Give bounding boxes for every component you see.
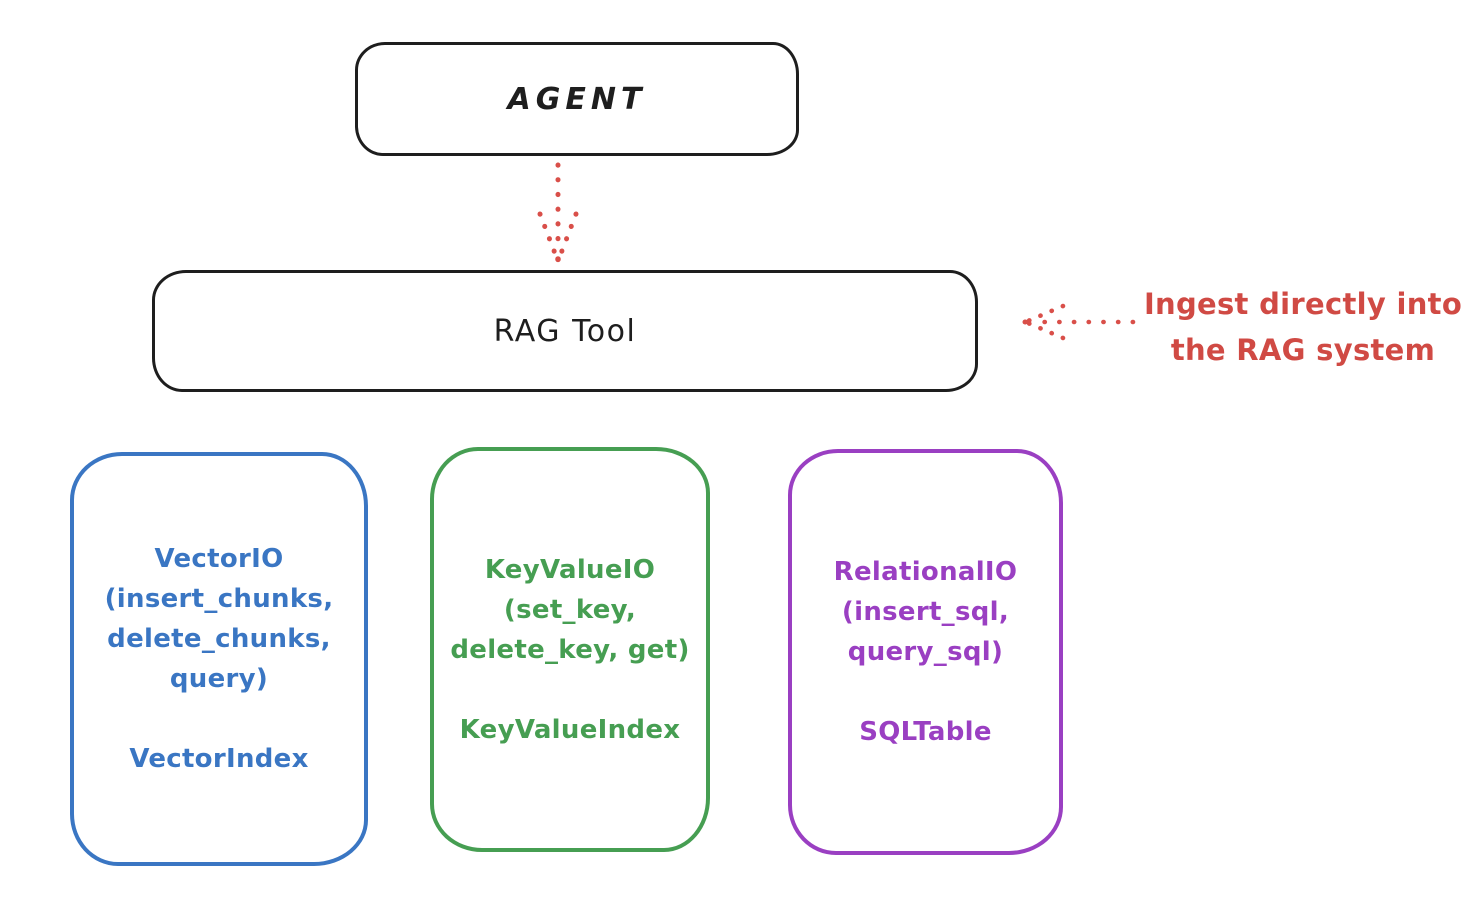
ingest-annotation-line-1: Ingest directly into (1143, 287, 1463, 321)
vector-io-methods-line-1: (insert_chunks, (104, 584, 334, 614)
vector-io-methods-line-3: query) (169, 664, 269, 694)
agent-label: AGENT (507, 81, 647, 117)
vector-io-index-label: VectorIndex (129, 744, 309, 774)
ingest-annotation: Ingest directly into the RAG system (1128, 281, 1478, 373)
rag-tool-label: RAG Tool (493, 313, 637, 349)
key-value-io-node: KeyValueIO (set_key, delete_key, get) Ke… (430, 447, 710, 852)
relational-io-methods-line-2: query_sql) (847, 637, 1004, 667)
relational-io-table-label: SQLTable (859, 717, 992, 747)
relational-io-title: RelationalIO (833, 557, 1018, 587)
vector-io-node: VectorIO (insert_chunks, delete_chunks, … (70, 452, 368, 866)
key-value-io-title: KeyValueIO (484, 554, 656, 585)
agent-node: AGENT (355, 42, 799, 156)
ingest-annotation-line-2: the RAG system (1170, 333, 1436, 367)
rag-tool-node: RAG Tool (152, 270, 978, 392)
key-value-io-index-label: KeyValueIndex (459, 714, 681, 745)
key-value-io-methods-line-1: (set_key, (503, 594, 637, 625)
dotted-arrow-left-icon (1022, 303, 1136, 341)
key-value-io-methods-line-2: delete_key, get) (450, 634, 690, 665)
vector-io-title: VectorIO (154, 544, 284, 574)
relational-io-node: RelationalIO (insert_sql, query_sql) SQL… (788, 449, 1063, 855)
dotted-arrow-down-icon (537, 162, 579, 263)
vector-io-methods-line-2: delete_chunks, (107, 624, 331, 654)
relational-io-methods-line-1: (insert_sql, (841, 597, 1010, 627)
